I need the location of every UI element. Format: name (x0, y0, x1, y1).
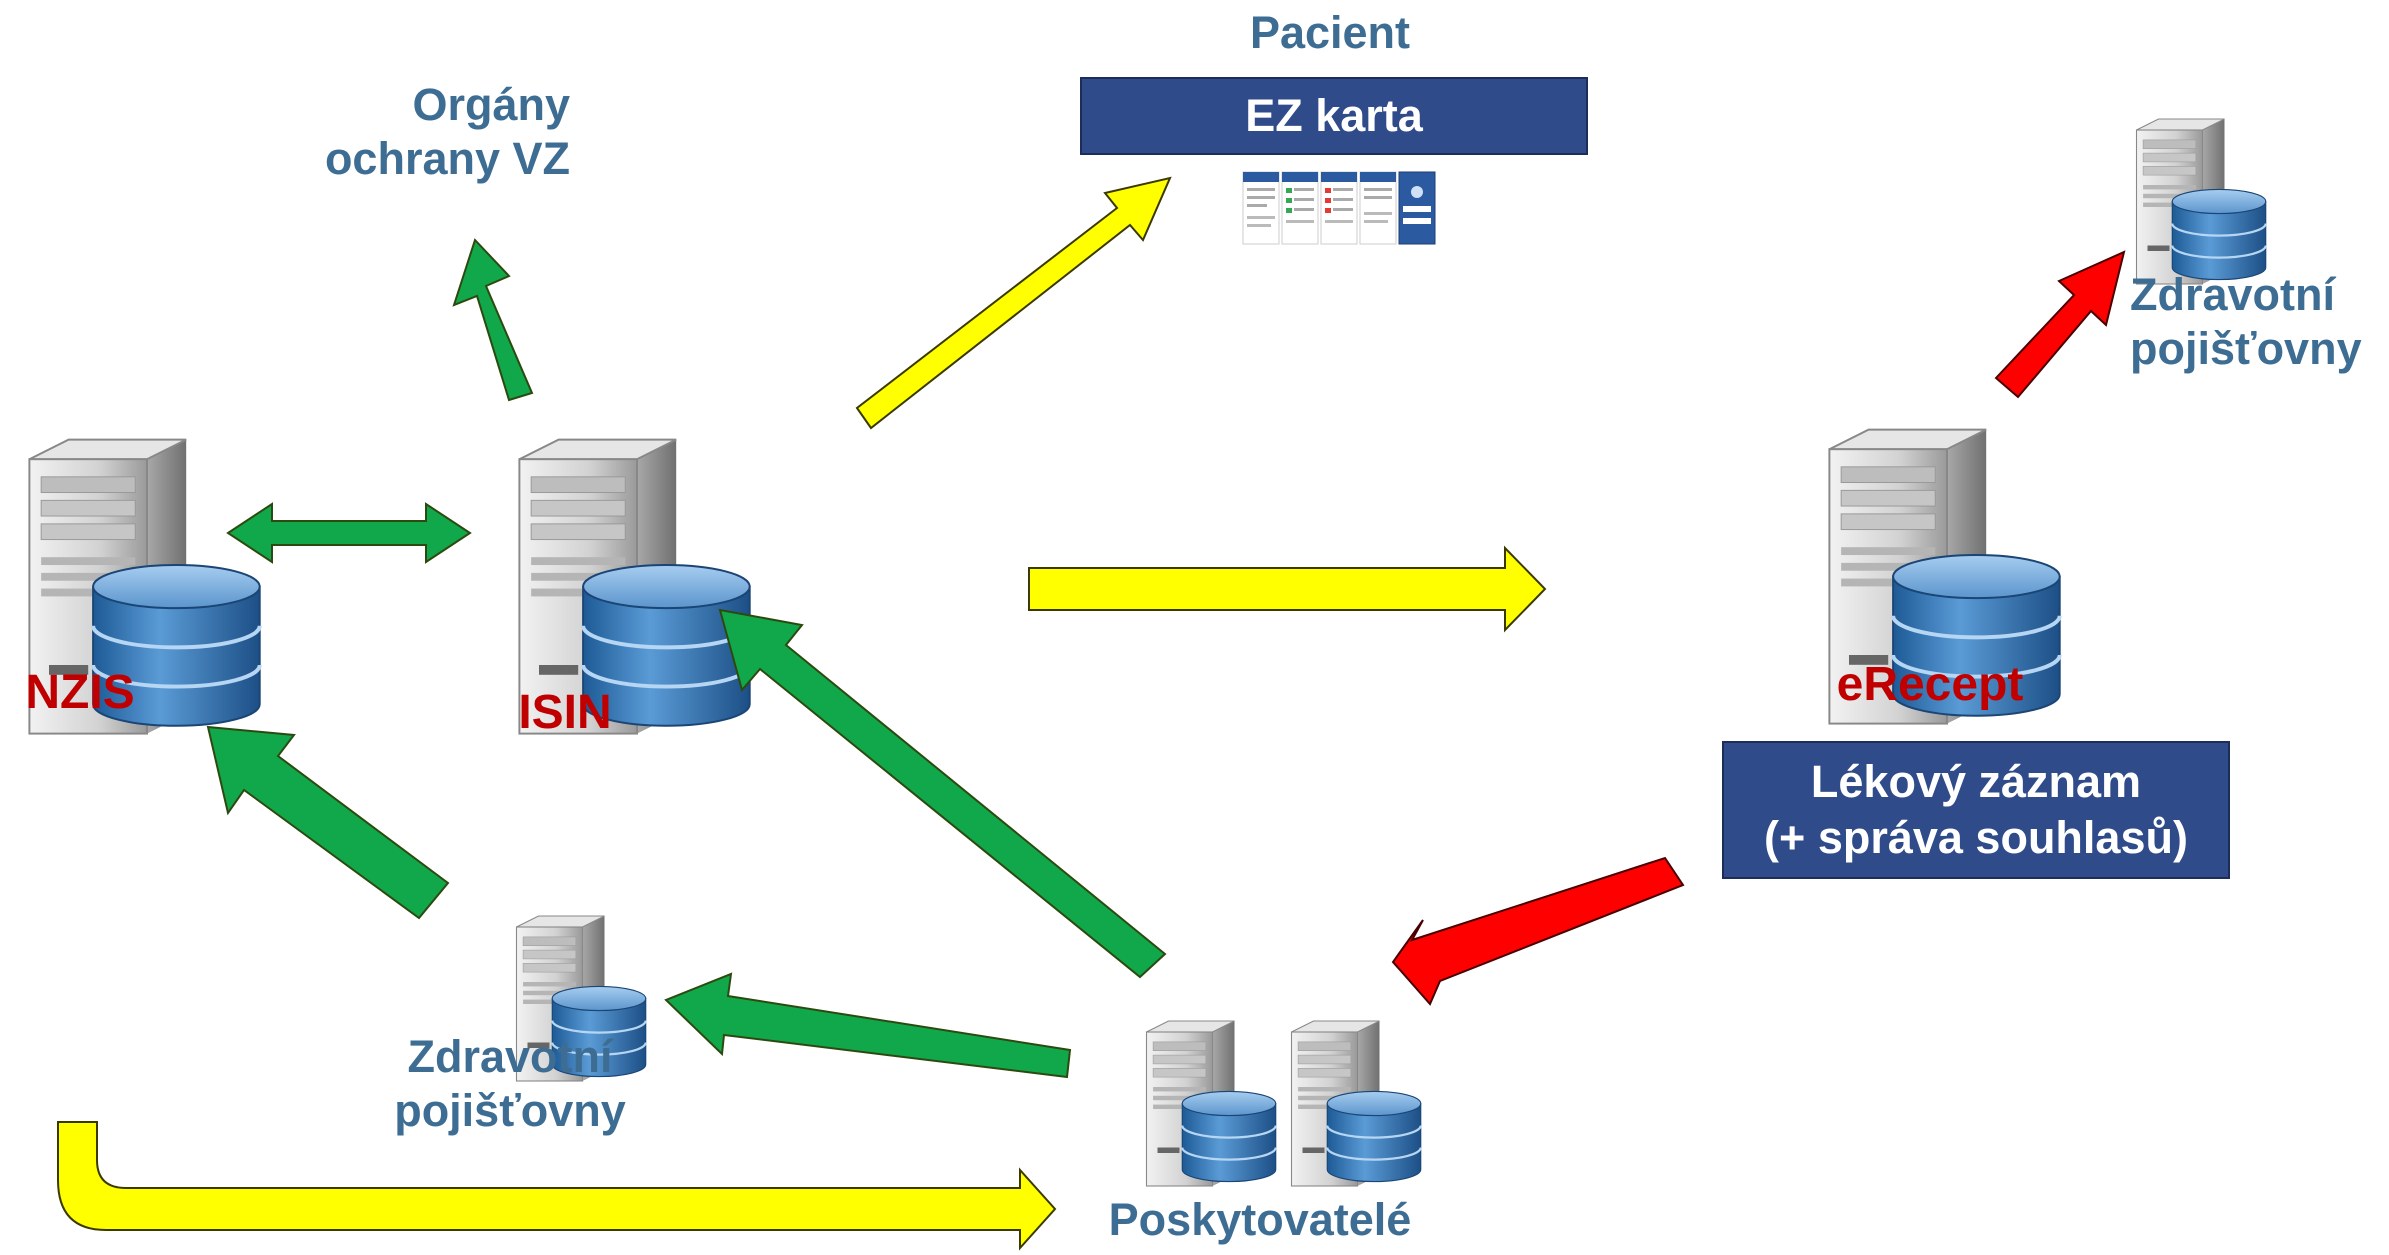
isin-label: ISIN (518, 686, 612, 739)
organy-line2: ochrany VZ (324, 133, 570, 184)
zp-left-line2: pojišťovny (394, 1085, 626, 1136)
nzis-label: NZIS (25, 666, 135, 719)
arrow-lekovy-poskytovatele (1391, 856, 1685, 1006)
lekovy-line2: (+ správa souhlasů) (1764, 812, 2188, 863)
organy-line1: Orgány (412, 79, 570, 130)
poskytovatel-server-icon-1 (1145, 1019, 1277, 1188)
zp-right-server-icon (2135, 117, 2267, 286)
lekovy-zaznam-box: Lékový záznam (+ správa souhlasů) (1722, 741, 2230, 879)
arrow-poskytovatele-zp-left (664, 972, 1072, 1079)
zp-left-label: Zdravotní pojišťovny (360, 1030, 660, 1138)
erecept-label: eRecept (1836, 658, 2024, 711)
zp-right-label: Zdravotní pojišťovny (2130, 268, 2389, 376)
arrow-isin-erecept (1028, 545, 1547, 633)
poskytovatel-server-icon-2 (1290, 1019, 1422, 1188)
arrow-nzis-isin (226, 502, 472, 564)
pacient-label: Pacient (1249, 7, 1411, 58)
arrow-poskytovatele-isin (718, 608, 1167, 979)
arrow-erecept-zp-right (1994, 250, 2126, 399)
arrow-nzis-poskytovatele (57, 1121, 1057, 1251)
zp-right-line1: Zdravotní (2130, 269, 2336, 320)
lekovy-line1: Lékový záznam (1810, 756, 2142, 807)
arrow-isin-pacient (855, 176, 1172, 430)
arrow-isin-organy (452, 238, 534, 402)
arrow-zp-left-nzis (206, 725, 450, 920)
zp-right-line2: pojišťovny (2130, 323, 2362, 374)
zp-left-line1: Zdravotní (407, 1031, 613, 1082)
organy-label: Orgány ochrany VZ (270, 78, 570, 186)
ez-karta-box: EZ karta (1080, 77, 1588, 155)
poskytovatele-label: Poskytovatelé (1108, 1194, 1412, 1245)
ez-karta-label: EZ karta (1245, 90, 1423, 141)
app-screenshots-icon (1242, 171, 1436, 245)
